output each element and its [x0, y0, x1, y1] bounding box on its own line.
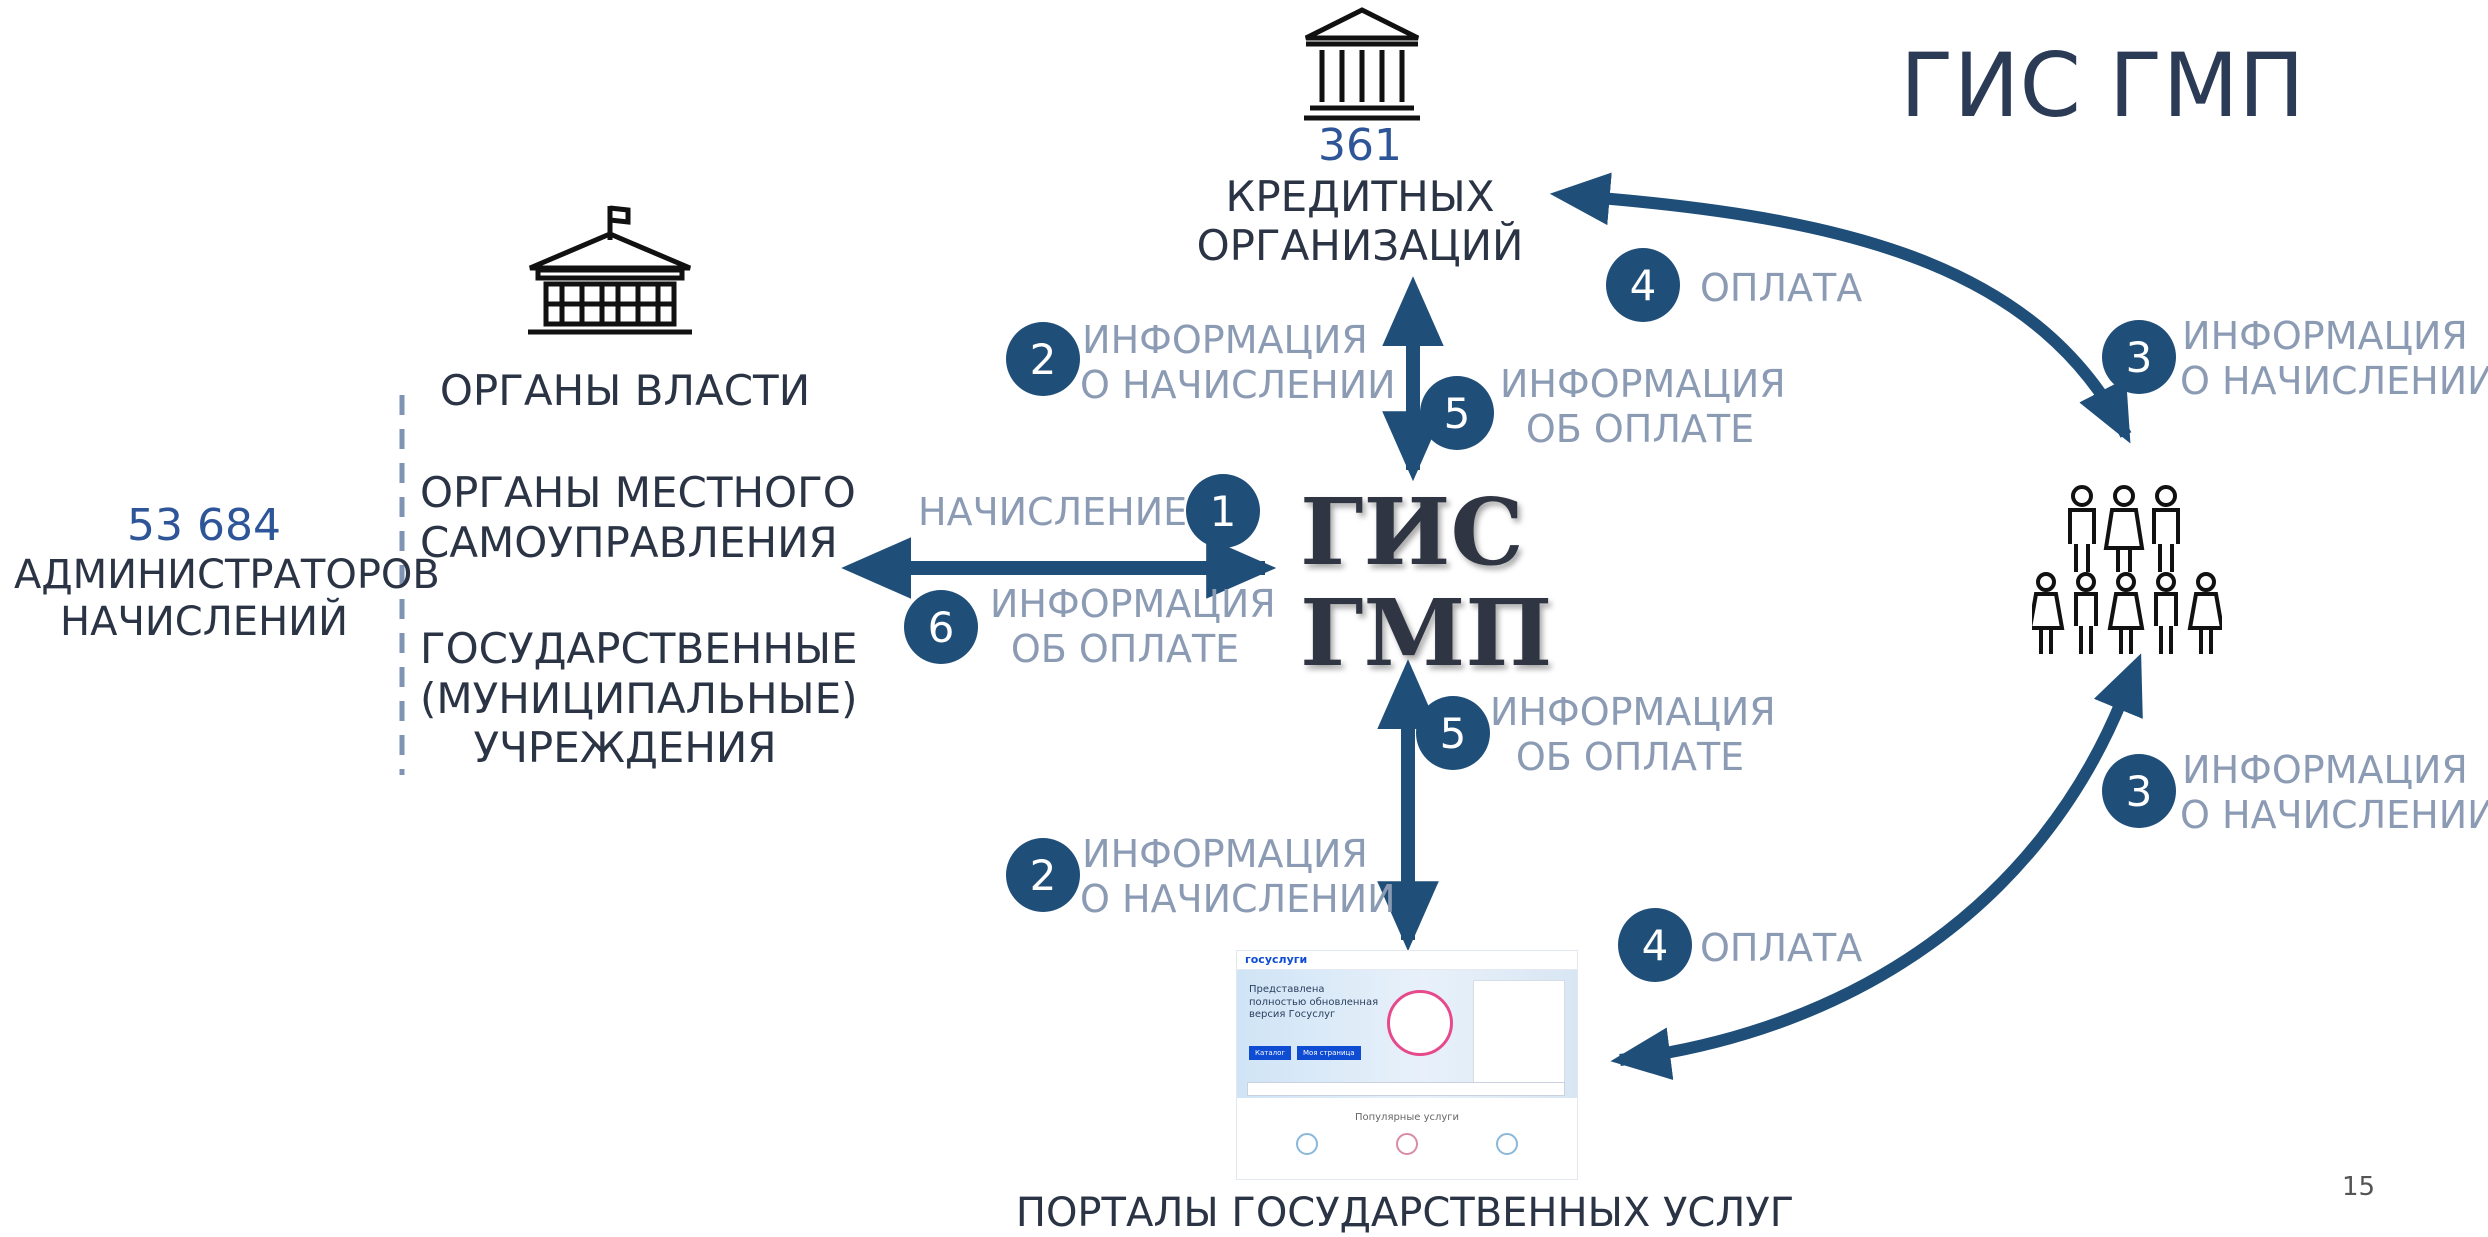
flow-4-bottom-label: ОПЛАТА: [1700, 926, 1863, 970]
credit-orgs-label-2: ОРГАНИЗАЦИЙ: [1196, 221, 1524, 271]
flow-3-top-line2: О НАЧИСЛЕНИИ: [2180, 358, 2488, 403]
flow-3-top-line1: ИНФОРМАЦИЯ: [2182, 314, 2468, 358]
flow-3-bottom-line2: О НАЧИСЛЕНИИ: [2180, 792, 2488, 837]
flow-3-top-label: ИНФОРМАЦИЯ О НАЧИСЛЕНИИ: [2180, 314, 2488, 404]
flow-2-bottom-line2: О НАЧИСЛЕНИИ: [1080, 876, 1396, 921]
flow-3-top-number: 3: [2102, 320, 2176, 394]
left-item-local-gov-line2: САМОУПРАВЛЕНИЯ: [420, 517, 838, 567]
left-item-authorities: ОРГАНЫ ВЛАСТИ: [420, 366, 830, 416]
flow-6-line1: ИНФОРМАЦИЯ: [990, 582, 1276, 626]
flow-2-bottom-number: 2: [1006, 838, 1080, 912]
flow-5-bottom-number: 5: [1416, 696, 1490, 770]
portal-login-card: [1473, 980, 1565, 1086]
flow-5-top-line1: ИНФОРМАЦИЯ: [1500, 362, 1786, 406]
arrow-top-right-curve: [1549, 172, 2132, 444]
center-label-line1: ГИС: [1300, 478, 1524, 586]
flow-5-bottom-line2: ОБ ОПЛАТЕ: [1515, 734, 1745, 779]
left-item-state-line1: ГОСУДАРСТВЕННЫЕ: [420, 624, 858, 673]
portal-button-catalog: Каталог: [1249, 1046, 1292, 1060]
flow-5-top-number: 5: [1420, 376, 1494, 450]
portal-brand: госуслуги: [1245, 953, 1308, 966]
gosuslugi-portal-screenshot: госуслуги Представлена полностью обновле…: [1236, 950, 1578, 1180]
administrators-block: 53 684 АДМИНИСТРАТОРОВ НАЧИСЛЕНИЙ: [14, 500, 440, 646]
flow-4-top-number: 4: [1606, 248, 1680, 322]
portal-popular-services: Популярные услуги: [1354, 1112, 1460, 1123]
flow-5-bottom-label: ИНФОРМАЦИЯ ОБ ОПЛАТЕ: [1490, 690, 1776, 780]
flow-5-bottom-line1: ИНФОРМАЦИЯ: [1490, 690, 1776, 734]
flow-6-line2: ОБ ОПЛАТЕ: [1010, 626, 1240, 671]
government-building-icon: [528, 205, 692, 335]
credit-orgs-block: 361 КРЕДИТНЫХ ОРГАНИЗАЦИЙ: [1170, 120, 1550, 271]
people-group-icon: [2032, 485, 2222, 654]
flow-4-bottom-number: 4: [1618, 908, 1692, 982]
bank-icon: [1304, 7, 1420, 121]
credit-orgs-label-1: КРЕДИТНЫХ: [1225, 171, 1495, 221]
flow-5-top-line2: ОБ ОПЛАТЕ: [1525, 406, 1755, 451]
service-icon-1: [1296, 1133, 1318, 1155]
flow-6-number: 6: [904, 590, 978, 664]
administrators-count: 53 684: [127, 500, 281, 551]
flow-3-bottom-line1: ИНФОРМАЦИЯ: [2182, 748, 2468, 792]
portal-search-bar: [1247, 1082, 1565, 1096]
flow-2-top-line2: О НАЧИСЛЕНИИ: [1080, 362, 1396, 407]
left-item-local-government: ОРГАНЫ МЕСТНОГО САМОУПРАВЛЕНИЯ: [420, 468, 856, 567]
center-system-label: ГИС ГМП: [1300, 478, 1553, 688]
flow-5-top-label: ИНФОРМАЦИЯ ОБ ОПЛАТЕ: [1500, 362, 1786, 452]
left-item-state-line3: УЧРЕЖДЕНИЯ: [473, 723, 777, 773]
left-item-local-gov-line1: ОРГАНЫ МЕСТНОГО: [420, 468, 856, 517]
left-item-state-institutions: ГОСУДАРСТВЕННЫЕ (МУНИЦИПАЛЬНЫЕ) УЧРЕЖДЕН…: [420, 624, 858, 773]
slide-title: ГИС ГМП: [1900, 34, 2305, 137]
flow-2-bottom-label: ИНФОРМАЦИЯ О НАЧИСЛЕНИИ: [1080, 832, 1396, 922]
administrators-label-1: АДМИНИСТРАТОРОВ: [14, 551, 440, 598]
flow-6-label: ИНФОРМАЦИЯ ОБ ОПЛАТЕ: [990, 582, 1276, 672]
left-item-state-line2: (МУНИЦИПАЛЬНЫЕ): [420, 673, 858, 723]
portal-topbar: госуслуги: [1237, 951, 1577, 970]
flow-2-bottom-line1: ИНФОРМАЦИЯ: [1082, 832, 1368, 876]
credit-orgs-count: 361: [1318, 120, 1402, 171]
portal-hero-circle-icon: [1387, 990, 1453, 1056]
flow-1-label: НАЧИСЛЕНИЕ: [918, 490, 1188, 534]
center-label-line2: ГМП: [1300, 579, 1553, 688]
service-icon-2: [1396, 1133, 1418, 1155]
portal-hero: Представлена полностью обновленная верси…: [1237, 970, 1577, 1098]
portals-label: ПОРТАЛЫ ГОСУДАРСТВЕННЫХ УСЛУГ: [1015, 1190, 1795, 1236]
flow-3-bottom-label: ИНФОРМАЦИЯ О НАЧИСЛЕНИИ: [2180, 748, 2488, 838]
flow-1-number: 1: [1186, 474, 1260, 548]
flow-2-top-label: ИНФОРМАЦИЯ О НАЧИСЛЕНИИ: [1080, 318, 1396, 408]
portal-button-account: Моя страница: [1297, 1046, 1361, 1060]
flow-2-top-number: 2: [1006, 322, 1080, 396]
portal-headline: Представлена полностью обновленная верси…: [1249, 984, 1378, 1022]
portal-headline-3: версия Госуслуг: [1249, 1009, 1336, 1020]
administrators-label-2: НАЧИСЛЕНИЙ: [60, 599, 348, 646]
service-icon-3: [1496, 1133, 1518, 1155]
flow-2-top-line1: ИНФОРМАЦИЯ: [1082, 318, 1368, 362]
flow-3-bottom-number: 3: [2102, 754, 2176, 828]
page-number: 15: [2342, 1172, 2376, 1202]
portal-service-icons: [1237, 1133, 1577, 1155]
arrow-bottom-right-curve: [1610, 653, 2143, 1080]
flow-4-top-label: ОПЛАТА: [1700, 266, 1863, 310]
portal-headline-1: Представлена: [1249, 984, 1325, 995]
left-item-authorities-line1: ОРГАНЫ ВЛАСТИ: [439, 366, 811, 415]
portal-headline-2: полностью обновленная: [1249, 996, 1379, 1008]
